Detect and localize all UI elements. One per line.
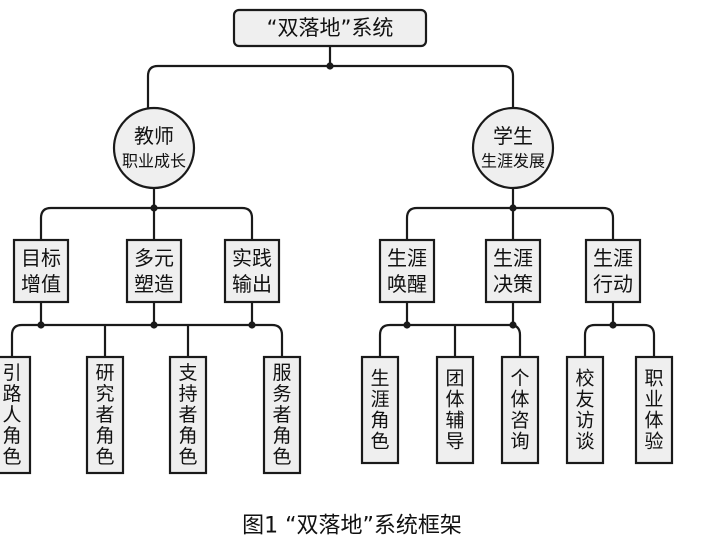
connector-root bbox=[146, 46, 515, 108]
junction-dot bbox=[248, 321, 256, 329]
connector-lines bbox=[10, 46, 656, 357]
role-label: 个体咨询 bbox=[510, 368, 529, 453]
student-role-box bbox=[360, 355, 400, 465]
role-label: 引路人角色 bbox=[2, 362, 21, 468]
student-role-box bbox=[500, 355, 540, 465]
level2-label: 多元塑造 bbox=[134, 246, 174, 296]
junction-dot bbox=[150, 204, 158, 212]
student-node: 学生 生涯发展 bbox=[471, 106, 555, 190]
junction-dots bbox=[37, 62, 617, 329]
root-node: “双落地”系统 bbox=[232, 8, 428, 48]
teacher-title: 教师 bbox=[134, 124, 174, 148]
teacher-level2-box bbox=[12, 238, 70, 304]
teacher-role-box bbox=[0, 355, 32, 475]
connector-student-roles-a bbox=[378, 302, 522, 357]
student-role-box bbox=[435, 355, 475, 465]
connector-teacher-roles bbox=[10, 302, 284, 357]
teacher-subtitle: 职业成长 bbox=[122, 152, 186, 171]
level2-labels: 目标增值 多元塑造 实践输出 生涯唤醒 生涯决策 生涯行动 bbox=[21, 246, 633, 296]
student-level2-box bbox=[584, 238, 642, 304]
level2-label: 目标增值 bbox=[21, 246, 61, 296]
junction-dot bbox=[37, 321, 45, 329]
connector-student-roles-b bbox=[583, 302, 656, 357]
student-role-box bbox=[565, 355, 605, 465]
student-level2-box bbox=[378, 238, 436, 304]
level2-boxes bbox=[12, 238, 642, 304]
level2-label: 实践输出 bbox=[232, 246, 272, 296]
level2-label: 生涯决策 bbox=[493, 246, 533, 296]
teacher-level2-box bbox=[125, 238, 183, 304]
junction-dot bbox=[509, 204, 517, 212]
student-title: 学生 bbox=[493, 124, 533, 148]
junction-dot bbox=[403, 321, 411, 329]
teacher-role-box bbox=[168, 355, 208, 475]
role-label: 团体辅导 bbox=[445, 368, 464, 453]
role-label: 支持者角色 bbox=[178, 362, 197, 468]
teacher-role-box bbox=[262, 355, 302, 475]
root-label: “双落地”系统 bbox=[267, 16, 394, 40]
role-label: 生涯角色 bbox=[370, 368, 389, 453]
student-subtitle: 生涯发展 bbox=[481, 152, 545, 171]
role-label: 校友访谈 bbox=[575, 368, 594, 453]
junction-dot bbox=[609, 321, 617, 329]
role-labels: 引路人角色 研究者角色 支持者角色 服务者角色 生涯角色 团体辅导 个体咨询 校友访谈 职业体验 bbox=[2, 362, 663, 468]
junction-dot bbox=[509, 321, 517, 329]
figure-caption: 图1 “双落地”系统框架 bbox=[242, 514, 462, 539]
student-role-box bbox=[634, 355, 674, 465]
student-level2-box bbox=[484, 238, 542, 304]
role-label: 服务者角色 bbox=[272, 362, 291, 468]
level2-label: 生涯唤醒 bbox=[387, 246, 427, 296]
connector-teacher-level2 bbox=[39, 188, 254, 240]
junction-dot bbox=[150, 321, 158, 329]
role-label: 职业体验 bbox=[644, 368, 663, 453]
level2-label: 生涯行动 bbox=[593, 246, 633, 296]
teacher-level2-box bbox=[223, 238, 281, 304]
teacher-node: 教师 职业成长 bbox=[112, 106, 196, 190]
connector-student-level2 bbox=[405, 188, 615, 240]
role-label: 研究者角色 bbox=[95, 362, 114, 468]
junction-dot bbox=[326, 62, 334, 70]
teacher-role-box bbox=[85, 355, 125, 475]
role-boxes bbox=[0, 355, 674, 475]
